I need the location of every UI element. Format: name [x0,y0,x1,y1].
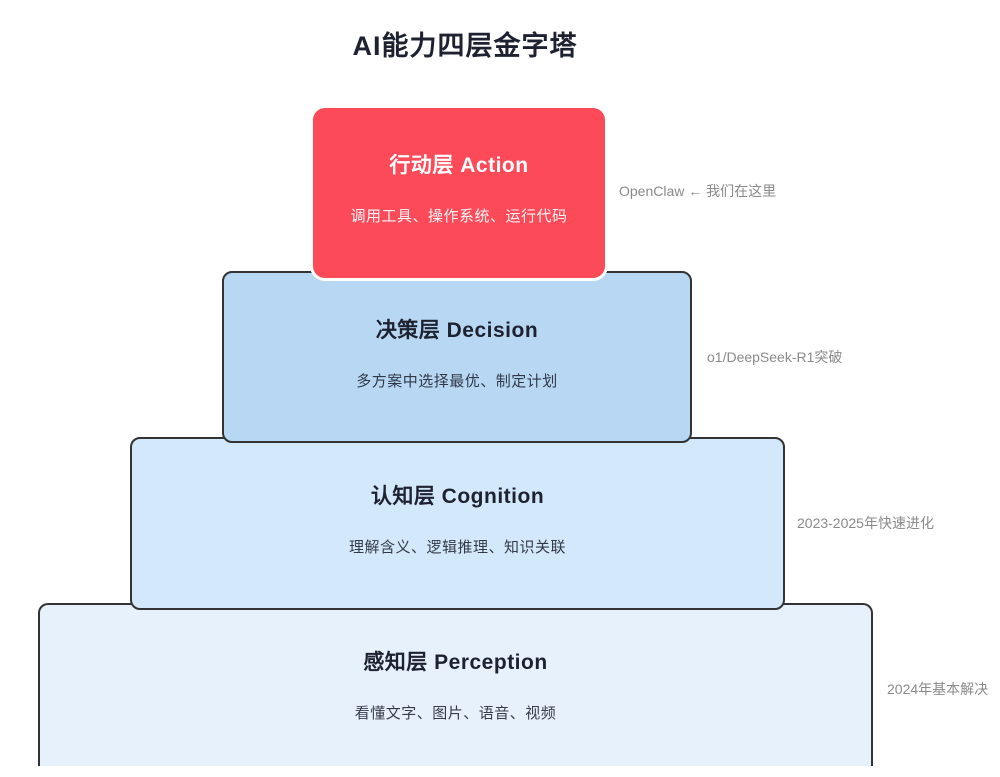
diagram-title: AI能力四层金字塔 [352,31,578,61]
layer-description-cognition: 理解含义、逻辑推理、知识关联 [348,539,566,556]
pyramid-layer-decision: 决策层 Decision 多方案中选择最优、制定计划 [222,271,692,443]
layer-description-decision: 多方案中选择最优、制定计划 [356,373,558,390]
layer-heading-action: 行动层 Action [389,154,529,177]
pyramid-layer-cognition: 认知层 Cognition 理解含义、逻辑推理、知识关联 [130,437,785,610]
side-note-perception: 2024年基本解决 [887,681,989,697]
side-note-decision: o1/DeepSeek-R1突破 [707,349,843,365]
layer-description-action: 调用工具、操作系统、运行代码 [350,208,568,225]
layer-heading-cognition: 认知层 Cognition [370,485,545,508]
layer-heading-decision: 决策层 Decision [375,319,539,342]
pyramid-layer-action: 行动层 Action 调用工具、操作系统、运行代码 [313,108,605,278]
layer-description-perception: 看懂文字、图片、语音、视频 [354,705,557,722]
pyramid-layer-perception: 感知层 Perception 看懂文字、图片、语音、视频 [38,603,873,766]
layer-heading-perception: 感知层 Perception [363,651,548,674]
side-note-cognition: 2023-2025年快速进化 [797,515,934,531]
side-note-action: OpenClaw ← 我们在这里 [619,183,777,199]
